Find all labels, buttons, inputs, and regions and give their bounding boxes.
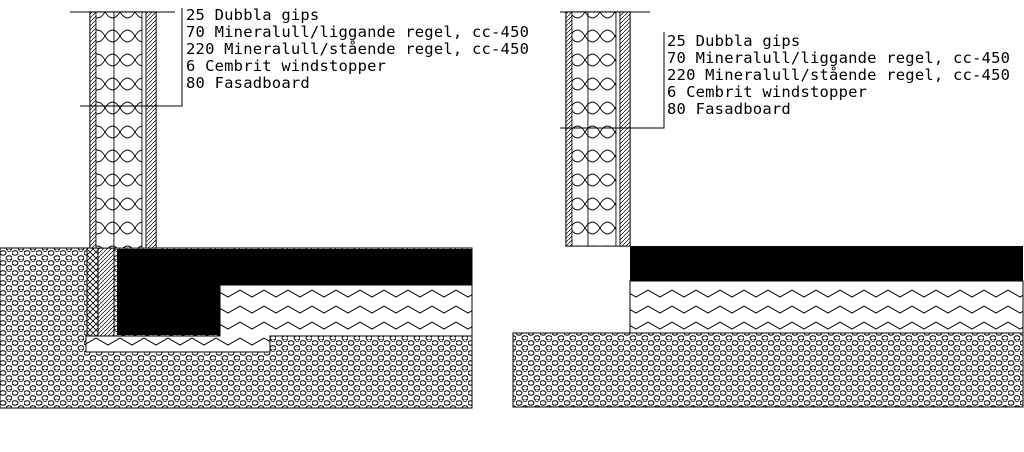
right-leader-line	[560, 32, 665, 129]
left-note-1: 25 Dubbla gips	[186, 6, 319, 24]
right-note-2: 70 Mineralull/liggande regel, cc-450	[667, 49, 1010, 67]
left-wall-base-hatch	[86, 247, 99, 337]
left-wall-facade-board	[145, 11, 157, 249]
right-layer-notes: 25 Dubbla gips 70 Mineralull/liggande re…	[667, 32, 1010, 118]
right-wall-facade-board	[619, 11, 631, 247]
left-concrete-slab	[117, 249, 472, 335]
right-note-1: 25 Dubbla gips	[667, 32, 800, 50]
left-note-4: 6 Cembrit windstopper	[186, 57, 386, 75]
left-wall-base-strip	[97, 247, 115, 337]
left-note-3: 220 Mineralull/stående regel, cc-450	[186, 40, 529, 58]
left-wall-insulation-70	[95, 11, 115, 249]
right-detail: 25 Dubbla gips 70 Mineralull/liggande re…	[512, 11, 1024, 408]
right-note-4: 6 Cembrit windstopper	[667, 83, 867, 101]
right-wall-insulation-70	[571, 11, 589, 247]
right-note-5: 80 Fasadboard	[667, 100, 791, 118]
right-ground-gravel	[512, 332, 1024, 408]
left-wall-insulation-220	[113, 11, 143, 249]
left-detail: 25 Dubbla gips 70 Mineralull/liggande re…	[0, 6, 529, 409]
right-note-3: 220 Mineralull/stående regel, cc-450	[667, 66, 1010, 84]
right-wall-insulation-220	[587, 11, 617, 247]
left-wall-windstopper	[141, 11, 147, 249]
right-wall-gypsum	[565, 11, 573, 247]
left-layer-notes: 25 Dubbla gips 70 Mineralull/liggande re…	[186, 6, 529, 92]
left-note-5: 80 Fasadboard	[186, 74, 310, 92]
left-note-2: 70 Mineralull/liggande regel, cc-450	[186, 23, 529, 41]
left-wall-gypsum	[89, 11, 97, 249]
right-concrete-slab	[630, 246, 1023, 281]
right-wall-windstopper	[615, 11, 621, 247]
left-leader-line	[80, 8, 183, 107]
right-slab-insulation	[629, 280, 1024, 334]
